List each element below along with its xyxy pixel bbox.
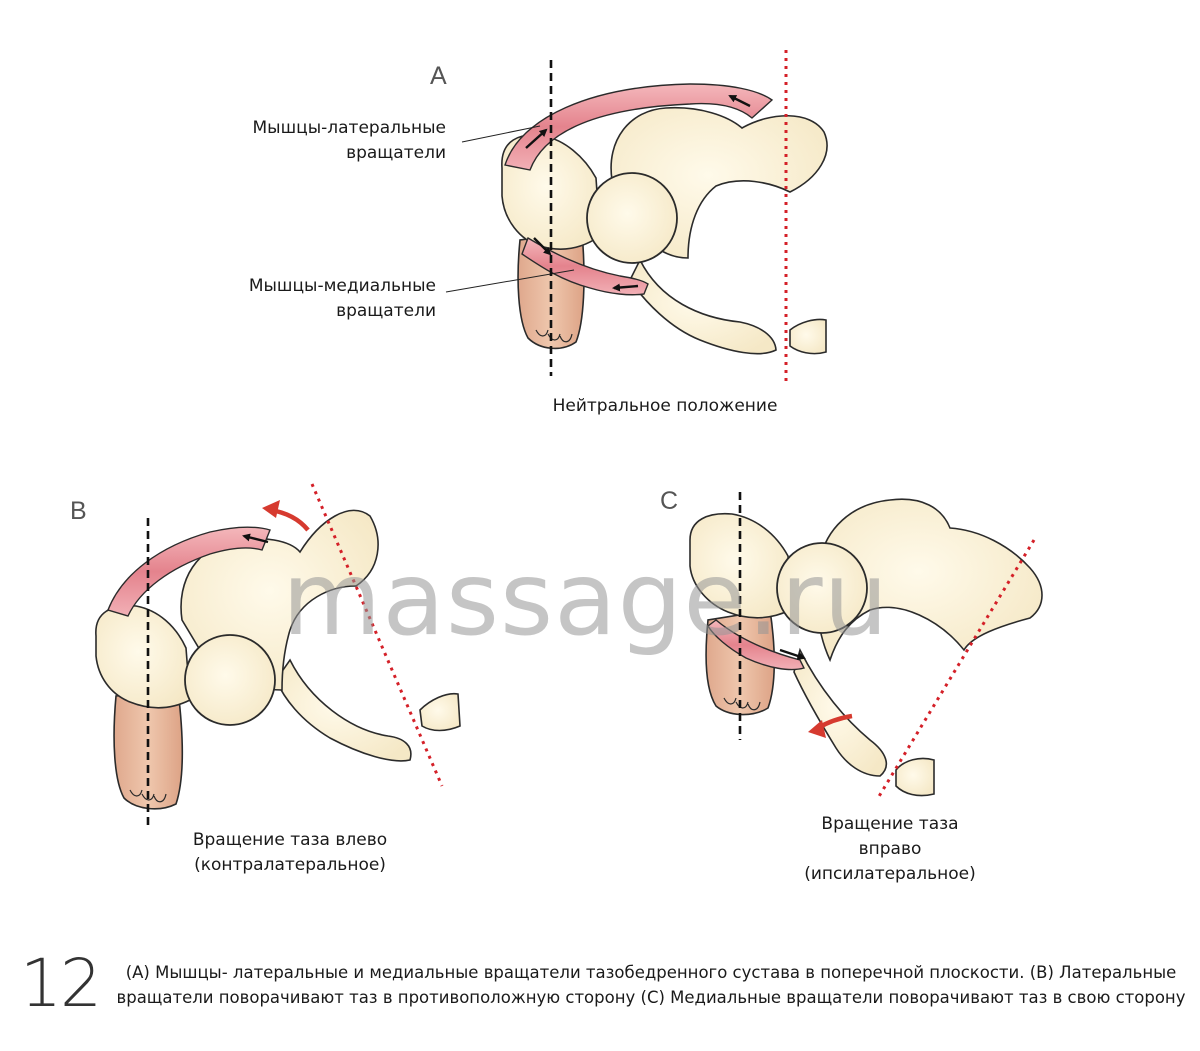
- femur-neck-b: [95, 604, 191, 709]
- red-dotted-axis-c: [876, 539, 1036, 799]
- arrow-lateral-b: [242, 533, 269, 544]
- medial-rotators-label: Мышцы-медиальные вращатели: [216, 274, 436, 324]
- rotation-arrow-head-c: [808, 720, 826, 738]
- panel-b-caption: Вращение таза влево (контралатеральное): [170, 828, 410, 878]
- lateral-rotators-label: Мышцы-латеральные вращатели: [226, 116, 446, 166]
- medial-rotator-muscle-a: [521, 236, 649, 296]
- ilium-c: [816, 498, 1043, 663]
- lateral-rotators-label-line-1: Мышцы-латеральные: [252, 118, 446, 138]
- pubis-b: [275, 658, 412, 762]
- arrow-medial-a-2: [612, 283, 639, 292]
- pubis-right-a: [789, 318, 827, 355]
- rotation-arrow-head-b: [262, 500, 280, 518]
- pubis-a: [629, 258, 777, 355]
- arrow-lateral-a-1: [525, 128, 548, 149]
- arrow-medial-c: [779, 648, 806, 660]
- panel-c-caption-line-1: Вращение таза: [821, 814, 959, 834]
- panel-a-caption: Нейтральное положение: [552, 396, 778, 416]
- lateral-rotator-muscle-b: [107, 526, 271, 617]
- panel-b-caption-line-1: Вращение таза влево: [192, 830, 388, 850]
- toes-c: [723, 697, 761, 711]
- panel-c-caption-line-2: вправо: [858, 839, 922, 859]
- leg-b: [113, 689, 184, 810]
- toes-a: [535, 329, 573, 343]
- medial-rotators-label-line-2: вращатели: [336, 301, 436, 321]
- pubis-right-c: [895, 757, 935, 797]
- leader-medial-a: [445, 269, 575, 293]
- panel-b-caption-line-2: (контралатеральное): [194, 855, 386, 875]
- panel-a: [445, 50, 828, 382]
- panel-c-caption: Вращение таза вправо (ипсилатеральное): [780, 812, 1000, 887]
- pubis-c: [793, 647, 888, 777]
- femoral-head-a: [586, 172, 678, 264]
- femoral-head-b: [184, 634, 276, 726]
- figure-caption: (А) Мышцы- латеральные и медиальные вращ…: [116, 963, 1186, 1007]
- arrow-lateral-a-2: [728, 94, 751, 108]
- arrow-medial-a-1: [533, 237, 552, 256]
- lateral-rotator-muscle-a: [504, 83, 774, 171]
- panel-c-caption-line-3: (ипсилатеральное): [804, 864, 976, 884]
- panel-b: [95, 483, 461, 830]
- leader-lateral-a: [461, 125, 541, 143]
- panel-c-letter: C: [660, 487, 679, 515]
- pubis-right-b: [419, 692, 461, 732]
- femoral-head-c: [776, 542, 868, 634]
- medial-rotators-label-line-1: Мышцы-медиальные: [248, 276, 436, 296]
- panel-b-letter: B: [70, 497, 87, 525]
- panel-a-letter: A: [430, 62, 447, 90]
- figure-number: 12: [20, 945, 102, 1022]
- toes-b: [129, 789, 167, 803]
- watermark: massage.ru: [282, 540, 890, 659]
- medial-rotator-muscle-c: [707, 619, 806, 671]
- lateral-rotators-label-line-2: вращатели: [346, 143, 446, 163]
- red-dotted-axis-b: [310, 483, 444, 787]
- panel-c: [689, 492, 1043, 799]
